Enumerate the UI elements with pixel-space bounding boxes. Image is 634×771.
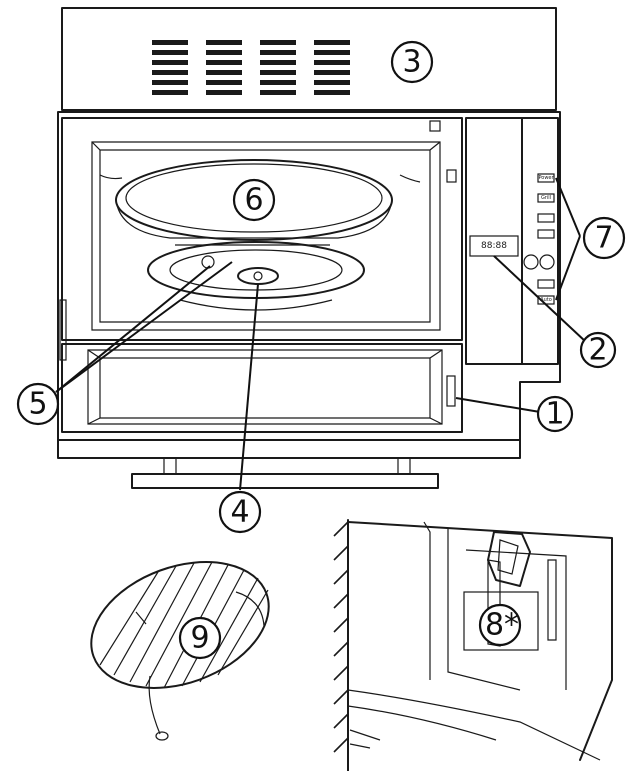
svg-text:8*: 8* [485,608,519,643]
panel-button[interactable] [537,229,555,239]
panel-button[interactable] [537,193,555,203]
door-interlock [446,375,456,407]
vent-grille [152,40,350,95]
panel-button[interactable] [537,213,555,223]
display-text: 88:88 [481,241,507,251]
cavity-frame [61,117,463,341]
top-casing [61,7,557,111]
callout-2: 2 [579,331,617,369]
callout-8: 8* [478,603,522,647]
svg-text:9: 9 [190,621,209,656]
panel-button[interactable] [537,279,555,289]
callout-3: 3 [390,40,434,84]
svg-text:7: 7 [594,221,613,256]
main-body [57,111,561,441]
callout-9: 9 [178,616,222,660]
svg-text:Auto: Auto [540,297,552,303]
microwave-front-view: 88:88 Power Grill Auto [57,7,561,489]
svg-text:6: 6 [244,183,263,218]
panel-button[interactable] [537,173,555,183]
svg-text:5: 5 [28,387,47,422]
control-panel: 88:88 Power Grill Auto [465,117,559,365]
cavity-back-wall [91,141,441,331]
base-plinth [57,439,521,459]
svg-text:2: 2 [588,333,607,368]
grill-rack [90,561,270,741]
waveguide-cover [463,591,539,651]
callout-5: 5 [16,382,60,426]
callout-4: 4 [218,490,262,534]
svg-text:4: 4 [230,495,249,530]
svg-text:Power: Power [538,175,554,181]
callout-1: 1 [536,395,574,433]
control-buttons: Power Grill Auto [537,173,555,305]
base-foot-bar [131,473,439,489]
callout-7: 7 [582,216,626,260]
svg-text:3: 3 [402,45,421,80]
svg-text:1: 1 [545,397,564,432]
leader-lines [55,177,587,491]
door-lower-frame [61,343,463,433]
svg-text:Grill: Grill [541,195,551,201]
glass-turntable [115,159,393,241]
callout-6: 6 [232,178,276,222]
detail-view [333,519,613,771]
